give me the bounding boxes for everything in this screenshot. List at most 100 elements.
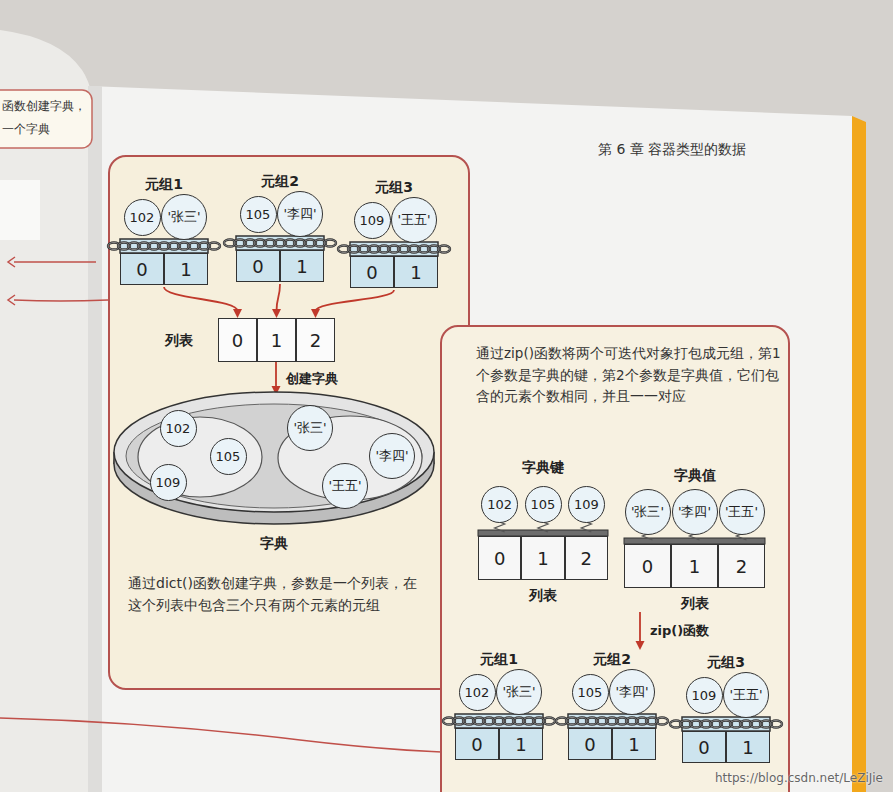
- index-number: 1: [296, 256, 307, 277]
- chain-shine: [750, 721, 762, 728]
- tuple-lid: [120, 239, 208, 253]
- index-cell: 2: [296, 318, 335, 362]
- connector-line: [277, 284, 281, 311]
- chain-shine: [264, 240, 276, 247]
- tuple-box: 元组3109'王五'01: [350, 178, 438, 290]
- chain-shine: [760, 721, 772, 728]
- chain-link: [254, 240, 266, 247]
- index-cell: 2: [565, 536, 608, 580]
- index-cell: 0: [624, 544, 671, 588]
- index-number: 1: [410, 262, 421, 283]
- chain-shine: [108, 243, 120, 250]
- index-cell: 0: [455, 728, 499, 760]
- chain-shine: [388, 246, 400, 253]
- chain-shine: [730, 721, 742, 728]
- chain-shine: [443, 718, 455, 725]
- index-cell: 1: [257, 318, 296, 362]
- index-cell: 1: [280, 250, 324, 282]
- chain-shine: [710, 721, 722, 728]
- tuple-box: 元组1102'张三'01: [120, 175, 208, 287]
- chain-shine: [254, 240, 266, 247]
- chain-link: [523, 718, 535, 725]
- chain-shine: [244, 240, 256, 247]
- chain-link: [294, 240, 306, 247]
- element-bubble: '李四': [672, 489, 718, 535]
- chain-link: [533, 718, 545, 725]
- arrowhead: [278, 424, 287, 433]
- chain-link: [453, 718, 465, 725]
- chain-shine: [626, 718, 638, 725]
- element-value: 109: [156, 475, 181, 490]
- element-bubble: 109: [150, 464, 187, 501]
- chain-link: [198, 243, 210, 250]
- element-bubble: '王五': [391, 197, 437, 243]
- callout-panel: 通过dict()函数创建字典，参数是一个列表，在这个列表中包含三个只有两个元素的…: [108, 155, 470, 690]
- chain-link: [264, 240, 276, 247]
- chain-link: [128, 243, 140, 250]
- list-box: 列表012: [165, 318, 335, 362]
- element-bubble: '王五': [723, 672, 769, 718]
- chain-shine: [348, 246, 360, 253]
- chain-link: [168, 243, 180, 250]
- element-value: 102: [465, 685, 490, 700]
- chain-shine: [523, 718, 535, 725]
- chain-shine: [274, 240, 286, 247]
- element-value: '李四': [375, 447, 408, 465]
- dish-side: [114, 404, 434, 524]
- chain-link: [700, 721, 712, 728]
- index-cell: 2: [718, 544, 765, 588]
- chain-shine: [338, 246, 350, 253]
- chain-shine: [324, 240, 336, 247]
- tuple-box: 元组1102'张三'01: [455, 650, 543, 762]
- element-value: 102: [166, 421, 191, 436]
- previous-callout: [0, 90, 92, 148]
- index-cell: 1: [394, 256, 438, 288]
- list-box: 字典值列表'张三''李四''王五'012: [624, 466, 765, 612]
- chain-link: [348, 246, 360, 253]
- heading: 列表: [478, 586, 608, 604]
- index-number: 1: [628, 734, 639, 755]
- element-value: '李四': [615, 683, 648, 701]
- index-number: 1: [689, 556, 700, 577]
- index-number: 0: [698, 737, 709, 758]
- element-bubble: 109: [686, 677, 723, 714]
- connector-line: [316, 290, 395, 311]
- arrowhead: [272, 309, 281, 318]
- chain-link: [398, 246, 410, 253]
- connector-line: [187, 482, 316, 486]
- chain-link: [656, 718, 668, 725]
- chain-link: [556, 718, 568, 725]
- chain-link: [463, 718, 475, 725]
- chain-link: [314, 240, 326, 247]
- chain-link: [274, 240, 286, 247]
- element-bubble: 102: [160, 410, 197, 447]
- edge-label: 创建字典: [284, 370, 340, 388]
- chain-link: [626, 718, 638, 725]
- element-value: 102: [130, 210, 155, 225]
- element-bubble: 105: [572, 674, 609, 711]
- index-number: 2: [310, 330, 321, 351]
- arrowhead: [272, 386, 281, 395]
- element-bubble: '王五': [719, 489, 765, 535]
- chain-link: [324, 240, 336, 247]
- leader-line: [14, 300, 108, 301]
- edge-label: zip()函数: [648, 622, 711, 640]
- connector-arrow: [272, 362, 281, 395]
- element-bubble: '李四': [369, 433, 415, 479]
- index-number: 1: [537, 548, 548, 569]
- chain-link: [566, 718, 578, 725]
- chain-shine: [138, 243, 150, 250]
- element-value: '李四': [283, 205, 316, 223]
- chain-link: [680, 721, 692, 728]
- chain-shine: [408, 246, 420, 253]
- chain-link: [158, 243, 170, 250]
- index-number: 1: [742, 737, 753, 758]
- index-number: 1: [271, 330, 282, 351]
- dish-rim: [114, 392, 434, 512]
- leader-line: [14, 261, 96, 263]
- element-bubble: 105: [525, 486, 562, 523]
- tuple-box: 元组2105'李四'01: [568, 650, 656, 762]
- page-fragment: 一个字典: [2, 121, 50, 138]
- chain-shine: [690, 721, 702, 728]
- index-number: 2: [581, 548, 592, 569]
